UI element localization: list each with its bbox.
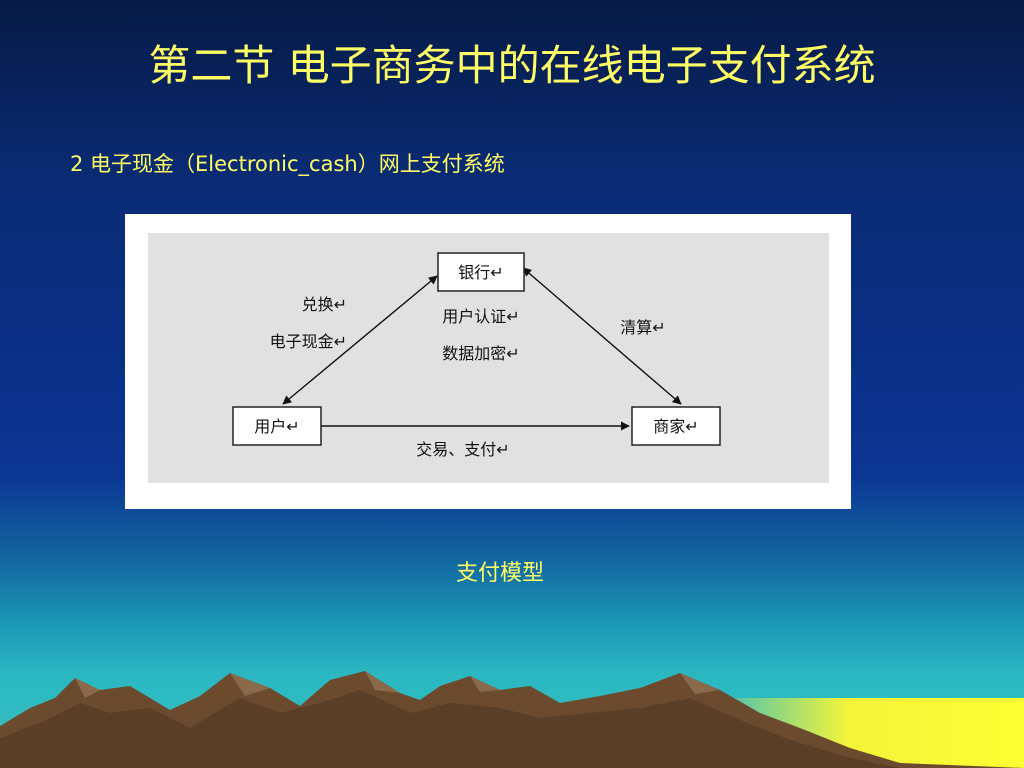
user-node-label: 用户↵ bbox=[254, 417, 299, 436]
arrow-bank-user bbox=[282, 275, 438, 405]
payment-model-figure: 银行↵ 用户↵ 商家↵ 兑换↵ 电子现金↵ 用户认证↵ 数据加密↵ 清算↵ 交易… bbox=[125, 214, 851, 509]
merchant-node bbox=[631, 406, 721, 446]
payment-model-diagram: 银行↵ 用户↵ 商家↵ 兑换↵ 电子现金↵ 用户认证↵ 数据加密↵ 清算↵ 交易… bbox=[148, 233, 829, 483]
bank-node-label: 银行↵ bbox=[458, 263, 503, 282]
user-node bbox=[232, 406, 322, 446]
bank-node bbox=[437, 252, 525, 292]
exchange-label: 兑换↵ bbox=[302, 295, 347, 314]
figure-caption: 支付模型 bbox=[455, 561, 544, 586]
arrow-bank-merchant bbox=[522, 267, 682, 405]
transaction-label: 交易、支付↵ bbox=[416, 440, 509, 459]
auth-label: 用户认证↵ bbox=[442, 307, 519, 326]
clearing-label: 清算↵ bbox=[620, 318, 665, 337]
slide-subtitle: 2 电子现金（Electronic_cash）网上支付系统 bbox=[70, 152, 505, 176]
encrypt-label: 数据加密↵ bbox=[442, 344, 519, 363]
mountain-range bbox=[0, 671, 1024, 768]
merchant-node-label: 商家↵ bbox=[653, 417, 698, 436]
ecash-label: 电子现金↵ bbox=[270, 332, 347, 351]
slide-title: 第二节 电子商务中的在线电子支付系统 bbox=[148, 41, 876, 90]
